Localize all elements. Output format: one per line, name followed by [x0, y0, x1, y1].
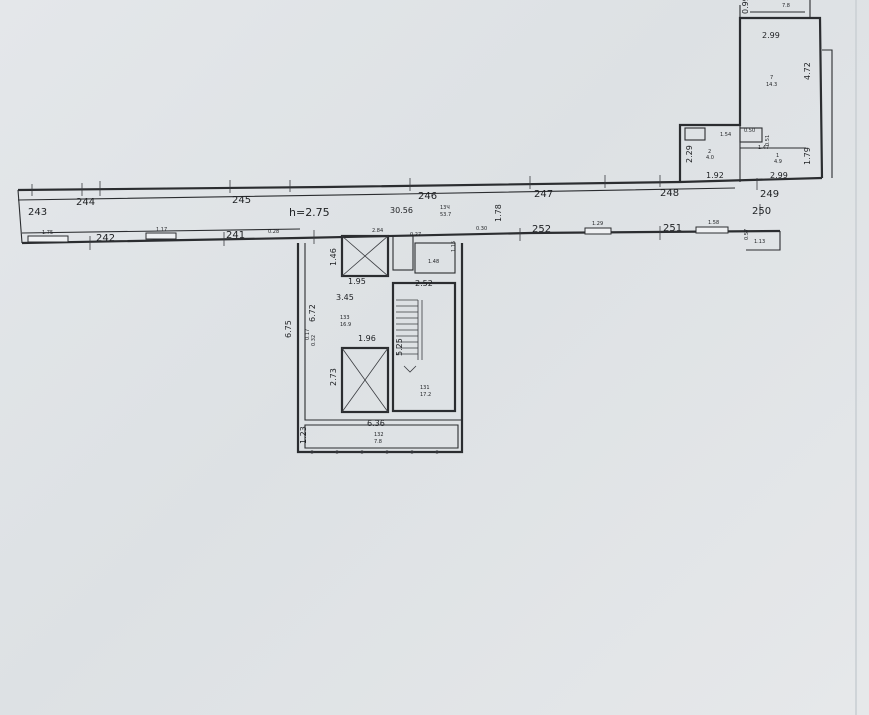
balcony-room-no: 132	[374, 432, 384, 438]
right-top-dim: 0.99	[741, 0, 750, 14]
hall-length: 6.72	[308, 304, 317, 322]
room3-area: 4.9	[774, 159, 782, 165]
window-1	[27, 235, 69, 243]
lift-upper-width: 1.95	[348, 277, 366, 286]
right-small-dim: 0.50	[744, 128, 756, 134]
balcony-posts	[310, 450, 439, 454]
window-3	[584, 227, 612, 235]
axis-label: 241	[226, 230, 246, 241]
corridor-outer-wall	[17, 176, 823, 192]
room1-width: 2.99	[762, 31, 780, 40]
small-dim: 0.27	[410, 232, 422, 238]
right-small-dim: 1.54	[720, 132, 732, 138]
axis-ticks	[31, 175, 761, 250]
room2-area: 4.0	[706, 155, 714, 161]
small-dim: 0.30	[476, 226, 488, 232]
balcony-length: 6.36	[367, 419, 385, 428]
right-small-dim: 0.51	[765, 134, 771, 146]
room2-width: 1.92	[706, 171, 724, 180]
axis-label: 245	[232, 195, 252, 206]
lift-lower-width: 1.96	[358, 334, 376, 343]
hall-area: 16.9	[340, 322, 352, 328]
lift-upper	[340, 234, 390, 278]
corridor-width: 1.78	[494, 204, 503, 222]
window-4	[695, 226, 729, 234]
corridor-area: 53.7	[440, 212, 452, 218]
window-2	[145, 232, 177, 240]
ceiling-height: h=2.75	[289, 206, 330, 219]
axis-label: 246	[418, 191, 438, 202]
room1-length: 4.72	[803, 62, 812, 80]
axis-label: 243	[28, 207, 48, 218]
window-dim: 1.75	[42, 230, 54, 236]
small-dim: 1.48	[428, 259, 440, 265]
balcony-area: 7.8	[374, 439, 382, 445]
small-dim: 1.13	[754, 239, 766, 245]
small-dim: 0.28	[268, 229, 280, 235]
hall-total-length: 6.75	[284, 320, 293, 338]
corridor-length: 30.56	[390, 206, 413, 215]
corridor-room-no: 13Ч	[440, 205, 450, 211]
right-small-dim: 1.47	[758, 145, 770, 151]
axis-label: 244	[76, 197, 96, 208]
hall-room-no: 133	[340, 315, 350, 321]
balcony-depth: 1.23	[299, 426, 308, 444]
room2-no: 2	[708, 149, 712, 155]
hall-offset: 0.32	[311, 334, 317, 346]
hall-walls	[296, 243, 464, 454]
axis-label: 242	[96, 233, 116, 244]
room3-width: 2.99	[770, 171, 788, 180]
axis-label: 251	[663, 223, 683, 234]
room3-length: 1.79	[803, 147, 812, 165]
stair-steps	[396, 299, 423, 373]
stair-area: 17.2	[420, 392, 432, 398]
small-dim: 0.57	[744, 228, 750, 240]
room1-no: 7	[770, 75, 774, 81]
axis-label: 252	[532, 224, 552, 235]
lift-upper-depth: 1.46	[329, 248, 338, 266]
room3-no: 1	[776, 153, 780, 159]
corridor-inner-wall	[21, 229, 781, 245]
lift-lower-depth: 2.73	[329, 368, 338, 386]
lift-lower	[340, 346, 390, 414]
lift-upper-top: 2.84	[372, 228, 384, 234]
window-dim: 1.58	[708, 220, 720, 226]
room2-length: 2.29	[685, 145, 694, 163]
stair-well	[391, 281, 457, 413]
window-dim: 1.17	[156, 227, 168, 233]
axis-label: 250	[752, 206, 772, 217]
axis-label: 248	[660, 188, 680, 199]
small-dim: 1.15	[451, 240, 457, 252]
right-block-walls	[678, 16, 824, 182]
stair-length: 5.25	[395, 338, 404, 356]
stair-room-no: 131	[420, 385, 430, 391]
axis-label: 247	[534, 189, 554, 200]
room1-area: 14.3	[766, 82, 778, 88]
axis-label: 249	[760, 189, 780, 200]
hall-width: 3.45	[336, 293, 354, 302]
right-top-area: 7.8	[782, 3, 790, 9]
window-dim: 1.29	[592, 221, 604, 227]
stair-width: 2.52	[415, 279, 433, 288]
paper-fold	[855, 0, 857, 715]
